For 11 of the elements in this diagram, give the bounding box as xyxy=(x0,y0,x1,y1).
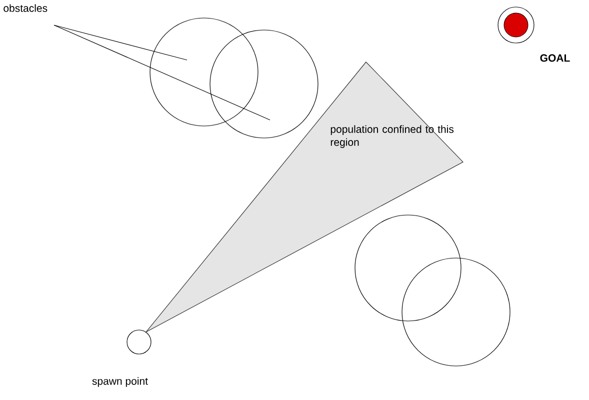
leader-line xyxy=(54,24,188,60)
leader-line xyxy=(54,24,270,120)
obstacle-circle xyxy=(354,214,462,322)
obstacle-circle xyxy=(402,258,510,366)
spawn-circle xyxy=(126,330,152,354)
node-label: spawn point xyxy=(92,377,148,387)
obstacle-circle xyxy=(150,18,258,126)
callout-text: obstacles xyxy=(4,4,48,12)
node-label: GOAL xyxy=(540,54,570,62)
obstacle-circle xyxy=(210,30,318,138)
goal-marker xyxy=(498,6,534,44)
